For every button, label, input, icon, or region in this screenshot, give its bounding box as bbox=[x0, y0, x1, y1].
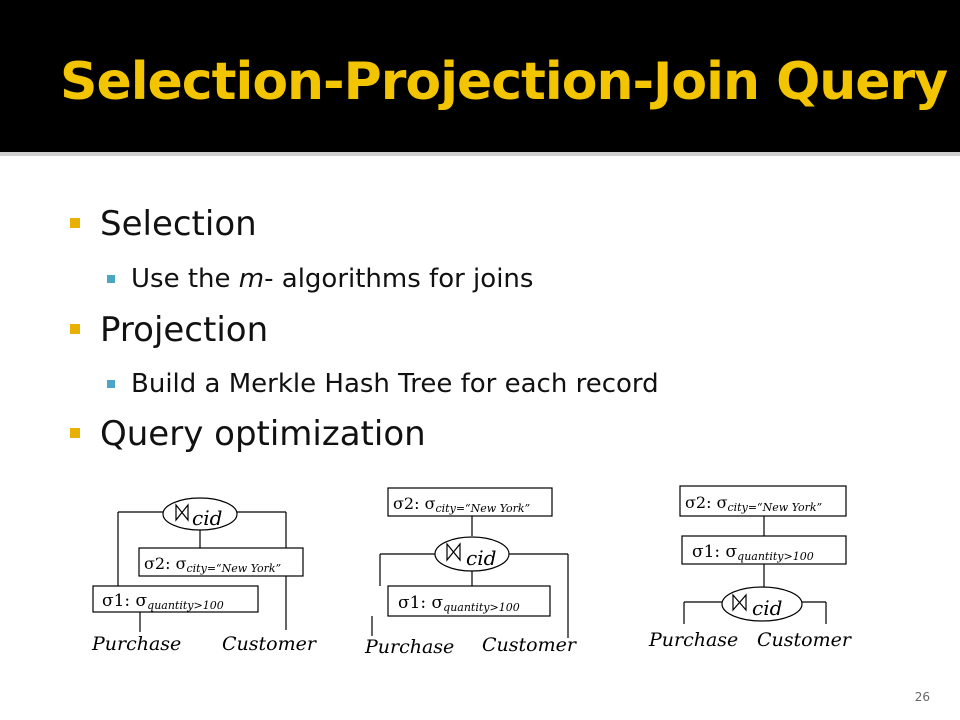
selection-box-sigma1-plan2: σ1: σquantity>100 bbox=[387, 585, 551, 617]
relation-purchase: Purchase bbox=[91, 633, 181, 655]
selection-box-sigma1-plan3: σ1: σquantity>100 bbox=[681, 535, 847, 565]
svg-text:σ1: σquantity>100: σ1: σquantity>100 bbox=[692, 542, 814, 563]
bullet-marker bbox=[70, 324, 80, 334]
relation-customer: Customer bbox=[482, 634, 578, 656]
query-plan-3 bbox=[683, 516, 827, 624]
slide-header bbox=[0, 0, 960, 152]
selection-box-sigma2-plan1: σ2: σcity=“New York” bbox=[138, 547, 304, 577]
join-node-1: cid bbox=[162, 497, 238, 531]
svg-text:σ2: σcity=“New York”: σ2: σcity=“New York” bbox=[685, 493, 822, 514]
selection-box-sigma2-plan2: σ2: σcity=“New York” bbox=[387, 487, 553, 517]
sigma-label: σ2: σ bbox=[685, 493, 728, 512]
relation-purchase: Purchase bbox=[648, 629, 738, 651]
sub-bullet-selection: Use the m- algorithms for joins bbox=[107, 264, 534, 294]
sigma-subscript: quantity>100 bbox=[443, 601, 520, 614]
relation-purchase: Purchase bbox=[364, 636, 454, 658]
sigma-label: σ1: σ bbox=[102, 591, 148, 611]
sub-bullet-text-before: Use the bbox=[131, 264, 239, 294]
selection-box-sigma1-plan1: σ1: σquantity>100 bbox=[92, 585, 259, 613]
sub-bullet-emphasis: m bbox=[238, 264, 265, 294]
bullet-selection: Selection bbox=[70, 204, 257, 244]
svg-text:σ2: σcity=“New York”: σ2: σcity=“New York” bbox=[144, 554, 281, 575]
query-plan-diagrams: cid σ2: σcity=“New York” σ1: σquantity>1… bbox=[91, 485, 853, 658]
join-label: cid bbox=[466, 546, 496, 570]
slide-title: Selection-Projection-Join Query bbox=[60, 52, 948, 112]
bullet-marker bbox=[70, 428, 80, 438]
bullet-query-optimization: Query optimization bbox=[70, 414, 426, 454]
svg-text:σ1: σquantity>100: σ1: σquantity>100 bbox=[102, 591, 224, 612]
bullet-label: Projection bbox=[100, 310, 269, 350]
query-plan-2 bbox=[371, 516, 569, 638]
bullet-projection: Projection bbox=[70, 310, 269, 350]
sigma-subscript: city=“New York” bbox=[187, 562, 282, 575]
join-label: cid bbox=[192, 506, 222, 530]
sigma-label: σ1: σ bbox=[398, 593, 444, 613]
relation-customer: Customer bbox=[757, 629, 853, 651]
join-label: cid bbox=[752, 596, 782, 620]
selection-box-sigma2-plan3: σ2: σcity=“New York” bbox=[679, 485, 847, 517]
svg-text:σ2: σcity=“New York”: σ2: σcity=“New York” bbox=[393, 494, 530, 515]
join-node-3: cid bbox=[721, 586, 803, 622]
sigma-label: σ1: σ bbox=[692, 542, 738, 562]
sub-bullet-projection: Build a Merkle Hash Tree for each record bbox=[107, 369, 659, 399]
join-node-2: cid bbox=[434, 536, 510, 572]
sub-bullet-marker bbox=[107, 380, 115, 388]
relation-customer: Customer bbox=[222, 633, 318, 655]
bullet-marker bbox=[70, 218, 80, 228]
header-divider bbox=[0, 152, 960, 156]
sigma-subscript: quantity>100 bbox=[147, 599, 224, 612]
sigma-subscript: quantity>100 bbox=[737, 550, 814, 563]
sigma-label: σ2: σ bbox=[144, 554, 187, 573]
bullet-label: Selection bbox=[100, 204, 257, 244]
sigma-subscript: city=“New York” bbox=[728, 501, 823, 514]
sub-bullet-marker bbox=[107, 275, 115, 283]
sigma-label: σ2: σ bbox=[393, 494, 436, 513]
svg-text:σ1: σquantity>100: σ1: σquantity>100 bbox=[398, 593, 520, 614]
sigma-subscript: city=“New York” bbox=[436, 502, 531, 515]
bullet-label: Query optimization bbox=[100, 414, 426, 454]
page-number: 26 bbox=[914, 690, 930, 704]
sub-bullet-text: Build a Merkle Hash Tree for each record bbox=[131, 369, 659, 399]
sub-bullet-text-after: - algorithms for joins bbox=[264, 264, 534, 294]
